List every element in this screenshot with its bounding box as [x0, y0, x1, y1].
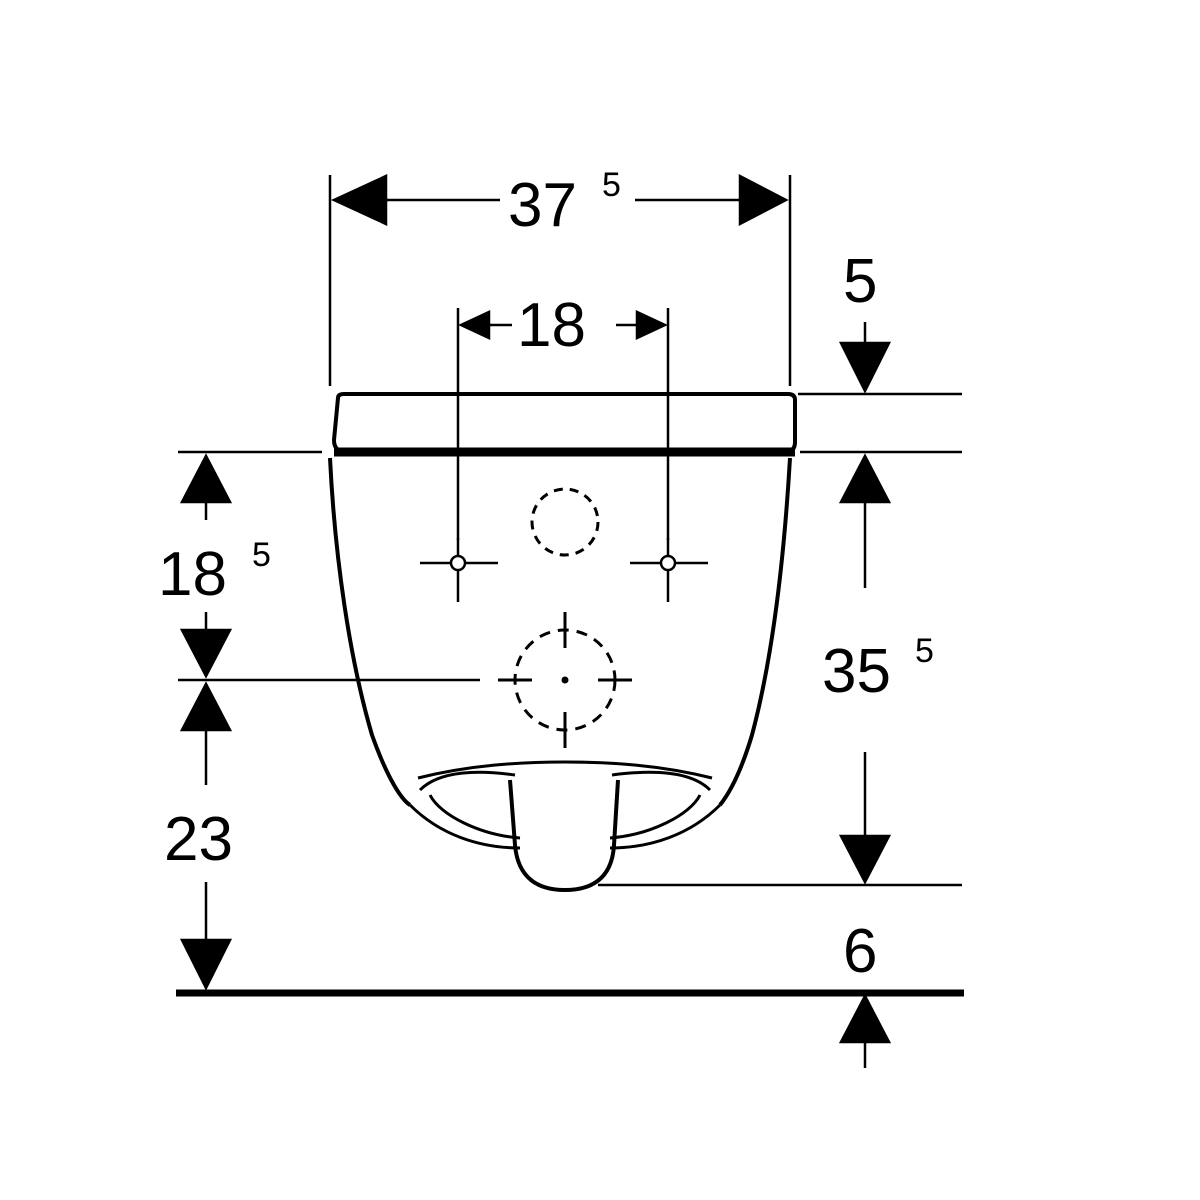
dimension-arrows [179, 173, 892, 1068]
arrowhead [838, 453, 892, 504]
fixing-to-outlet-label: 18 [158, 540, 227, 609]
seat-thickness-label: 5 [843, 247, 877, 316]
bowl-height-label: 35 [822, 637, 891, 706]
seat-lid [331, 392, 797, 454]
arrowhead [179, 938, 233, 991]
extension-lines [178, 175, 962, 887]
arrowhead [838, 993, 892, 1044]
overall-width-label: 37 [508, 171, 577, 240]
fixing-bolt-right [630, 538, 708, 602]
arrowhead [179, 681, 233, 732]
bowl-height-sup: 5 [915, 632, 934, 670]
outlet-centre-dot [561, 676, 569, 684]
floor-gap-label: 6 [843, 917, 877, 986]
bowl-inner-curve [417, 760, 713, 780]
arrowhead [331, 174, 388, 226]
arrowhead [838, 834, 892, 885]
inlet-hole [530, 487, 600, 557]
overall-width-sup: 5 [602, 166, 621, 204]
bowl-rim [408, 770, 722, 850]
fixing-bolt-left [420, 538, 498, 602]
arrowhead [179, 628, 233, 679]
outlet-height-label: 23 [164, 805, 233, 874]
toilet-front-view [328, 392, 797, 893]
bowl-body [328, 457, 792, 807]
outlet-spigot [508, 779, 620, 893]
arrowhead [838, 341, 892, 394]
arrowhead [458, 310, 491, 340]
arrowhead [635, 310, 668, 340]
dimension-labels: 37 5 18 5 18 5 23 35 5 6 [158, 166, 934, 986]
fixing-to-outlet-sup: 5 [252, 536, 271, 574]
fixing-spacing-label: 18 [517, 291, 586, 360]
fixing-bolts [420, 538, 708, 602]
arrowhead [179, 453, 233, 504]
arrowhead [738, 173, 789, 227]
hidden-features [498, 487, 632, 748]
